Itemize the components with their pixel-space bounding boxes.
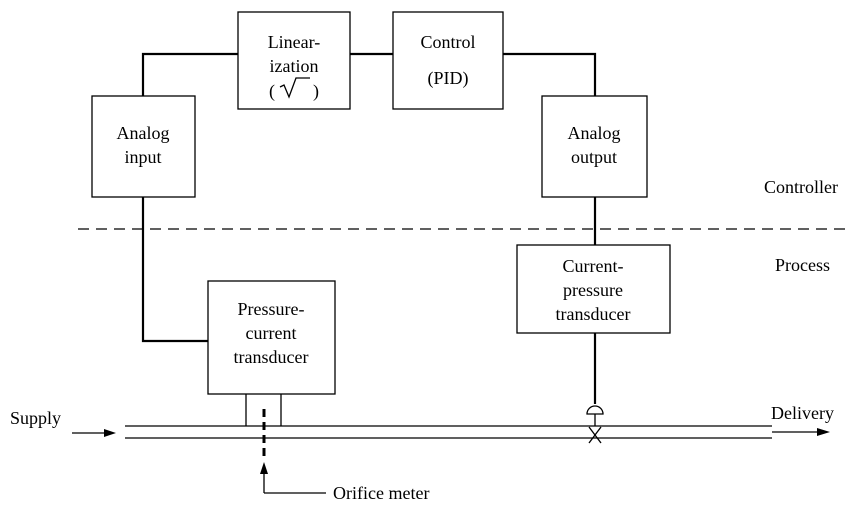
control-label-line1: Control [420, 32, 475, 52]
analog-output-label-line1: Analog [568, 123, 621, 143]
pressure-current-label-line2: current [246, 323, 297, 343]
orifice-meter-label: Orifice meter [333, 483, 429, 503]
wire-input-to-transducer [141, 197, 208, 343]
pressure-current-transducer-block: Pressure- current transducer [207, 280, 336, 395]
analog-output-block: Analog output [541, 95, 648, 198]
linearization-close-paren: ) [313, 81, 319, 102]
control-valve-icon [586, 405, 604, 444]
pressure-current-label-line3: transducer [234, 347, 309, 367]
analog-input-label-line2: input [124, 147, 161, 167]
analog-input-label-line1: Analog [117, 123, 170, 143]
linearization-open-paren: ( [269, 81, 275, 102]
delivery-label: Delivery [771, 403, 834, 423]
supply-label: Supply [10, 408, 61, 428]
linearization-block: Linear- ization ( ) [237, 11, 351, 110]
current-pressure-label-line2: pressure [563, 280, 623, 300]
pressure-current-label-line1: Pressure- [238, 299, 305, 319]
current-pressure-label-line3: transducer [556, 304, 631, 324]
square-root-icon [279, 77, 310, 99]
orifice-meter-callout [260, 462, 326, 494]
control-label-line2: (PID) [428, 68, 469, 89]
current-pressure-transducer-block: Current- pressure transducer [516, 244, 671, 334]
wire-control-to-output [503, 52, 597, 96]
delivery-arrow [772, 428, 830, 436]
control-pid-block: Control (PID) [392, 11, 504, 110]
linearization-label-line2: ization [270, 56, 319, 76]
analog-output-label-line2: output [571, 147, 617, 167]
wire-input-to-linearization [141, 52, 238, 96]
process-zone-label: Process [775, 255, 830, 275]
linearization-label-line1: Linear- [268, 32, 321, 52]
supply-arrow [72, 429, 116, 437]
analog-input-block: Analog input [91, 95, 196, 198]
controller-zone-label: Controller [764, 177, 838, 197]
current-pressure-label-line1: Current- [563, 256, 624, 276]
